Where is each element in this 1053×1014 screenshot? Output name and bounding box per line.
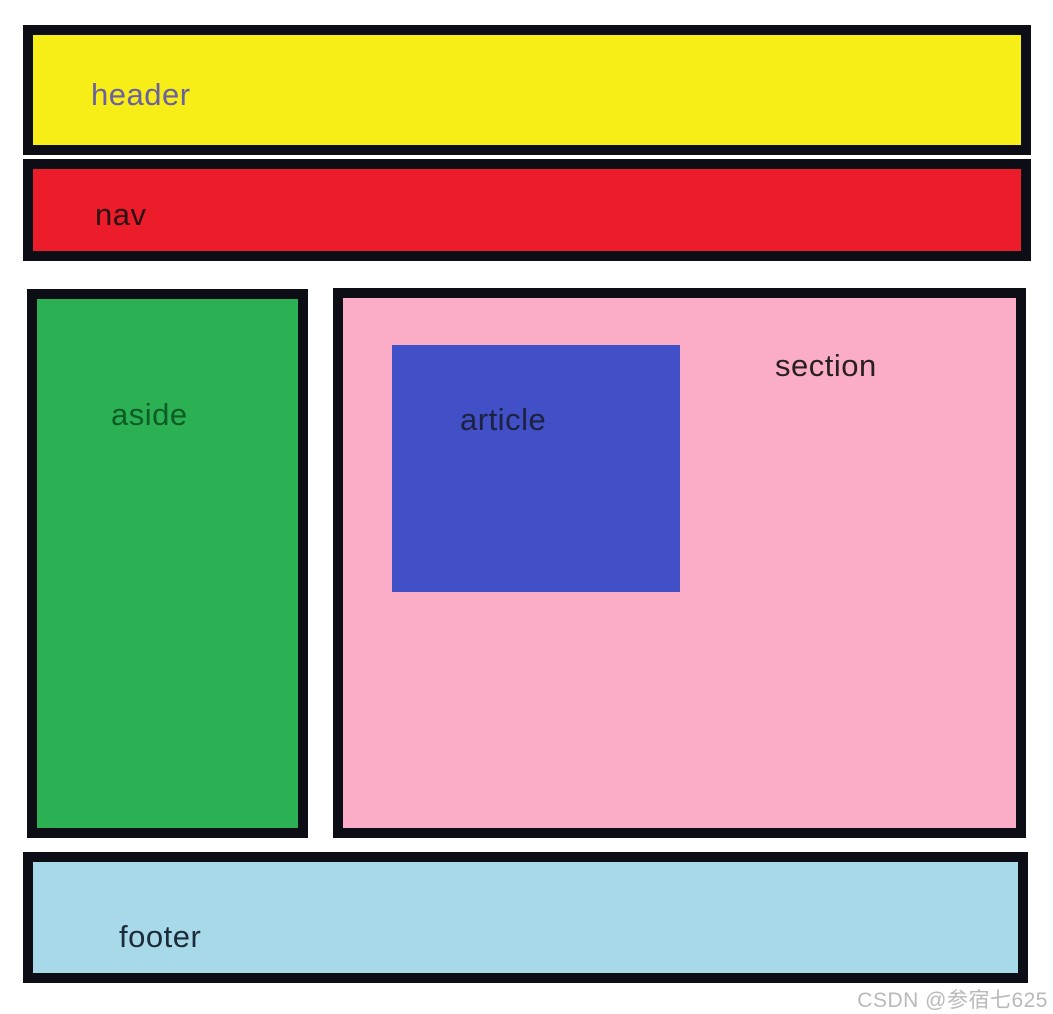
section-box: section article [333, 288, 1026, 838]
footer-label: footer [119, 918, 202, 954]
aside-label: aside [111, 397, 188, 432]
csdn-watermark: CSDN @参宿七625 [857, 989, 1048, 1012]
article-box: article [392, 345, 680, 592]
header-box: header [23, 25, 1031, 155]
nav-box: nav [23, 159, 1031, 261]
header-label: header [91, 76, 191, 112]
footer-box: footer [23, 852, 1028, 983]
article-label: article [460, 402, 547, 437]
aside-box: aside [27, 289, 308, 838]
section-label: section [775, 348, 877, 383]
nav-label: nav [95, 197, 147, 232]
